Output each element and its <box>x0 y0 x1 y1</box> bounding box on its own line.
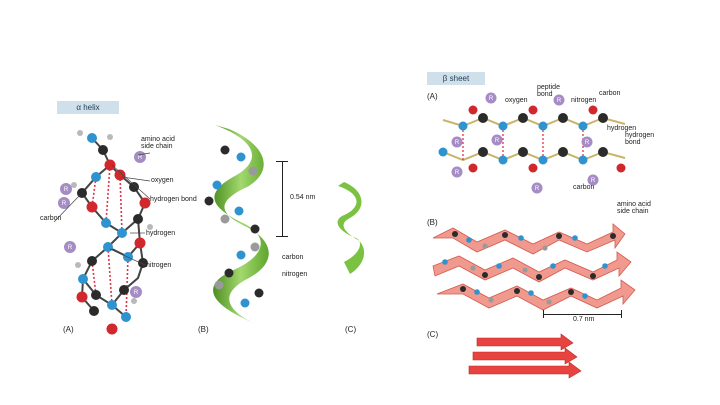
r-label: R <box>134 290 139 296</box>
r-label: R <box>455 140 460 146</box>
pitch-arrow <box>282 161 283 236</box>
label-amino-acid-side-chain: amino acid side chain <box>141 136 175 151</box>
panel-label-beta-b: (B) <box>427 218 438 227</box>
label-beta-carbon-bottom: carbon <box>573 184 595 191</box>
r-label: R <box>64 187 69 193</box>
oxygen-atoms <box>76 159 151 335</box>
sheet-spacing-line <box>543 314 621 315</box>
r-label: R <box>455 170 460 176</box>
r-label: R <box>68 245 73 251</box>
hydrogen-atoms <box>71 130 153 304</box>
alpha-helix-tag: α helix <box>57 101 119 114</box>
beta-sheet-ball-and-stick: R R R R R R R R <box>438 92 626 194</box>
alpha-helix-schematic <box>337 182 365 274</box>
label-beta-carbon-top: carbon <box>599 90 621 97</box>
panel-label-beta-c: (C) <box>427 330 439 339</box>
r-label: R <box>535 186 540 192</box>
r-label: R <box>495 138 500 144</box>
alpha-helix-ball-and-stick: R R R R R <box>53 130 153 335</box>
r-label: R <box>62 201 67 207</box>
r-label: R <box>585 140 590 146</box>
panel-label-alpha-b: (B) <box>198 325 209 334</box>
beta-sheet-schematic <box>468 333 582 379</box>
label-pitch-distance: 0.54 nm <box>290 194 316 201</box>
panel-label-alpha-a: (A) <box>63 325 74 334</box>
sheet-spacing-tick-left <box>543 310 544 318</box>
r-label: R <box>138 155 143 161</box>
r-label: R <box>591 178 596 184</box>
label-hydrogen-bond: hydrogen bond <box>150 196 197 203</box>
label-carbon-ribbon: carbon <box>282 254 304 261</box>
pitch-tick-bottom <box>276 236 288 237</box>
r-label: R <box>489 96 494 102</box>
alpha-helix-ribbon <box>204 125 269 325</box>
label-nitrogen-ribbon: nitrogen <box>282 271 308 278</box>
label-nitrogen: nitrogen <box>146 262 172 269</box>
panel-label-alpha-c: (C) <box>345 325 357 334</box>
label-oxygen: oxygen <box>151 177 174 184</box>
r-groups <box>58 151 146 298</box>
label-beta-nitrogen: nitrogen <box>571 97 597 104</box>
beta-sheet-tag: β sheet <box>427 72 485 85</box>
label-beta-hydrogen: hydrogen <box>607 125 637 132</box>
panel-label-beta-a: (A) <box>427 92 438 101</box>
r-label: R <box>557 98 562 104</box>
label-beta-side-chain: amino acid side chain <box>617 201 651 216</box>
label-sheet-spacing: 0.7 nm <box>573 316 595 323</box>
label-hydrogen: hydrogen <box>146 230 176 237</box>
label-carbon: carbon <box>40 215 62 222</box>
label-beta-peptide-bond: peptide bond <box>537 84 560 99</box>
label-beta-oxygen: oxygen <box>505 97 528 104</box>
beta-sheet-arrows <box>432 223 636 311</box>
sheet-spacing-tick-right <box>621 310 622 318</box>
label-beta-hydrogen-bond: hydrogen bond <box>625 132 655 147</box>
pitch-tick-top <box>276 161 288 162</box>
